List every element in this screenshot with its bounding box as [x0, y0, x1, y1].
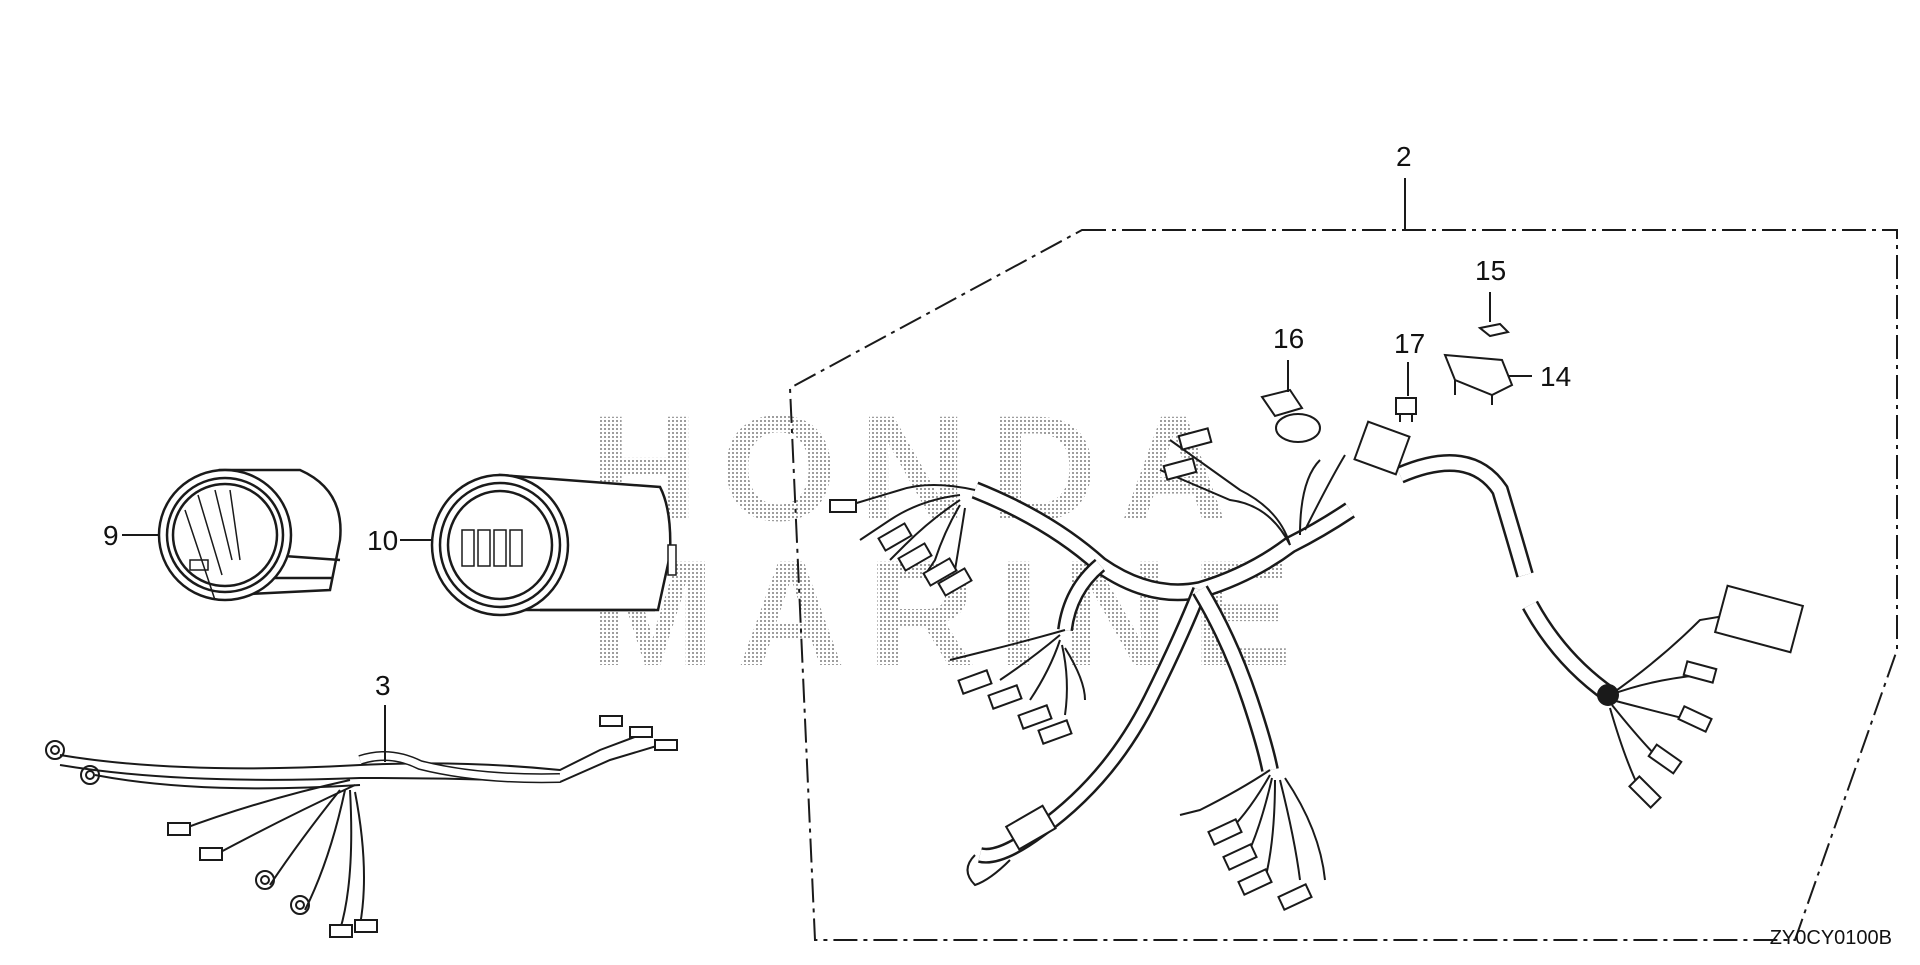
callout-3: 3 — [375, 670, 391, 701]
callout-17: 17 — [1394, 328, 1426, 359]
part-17-fuse — [1395, 397, 1417, 422]
callout-2: 2 — [1396, 141, 1412, 172]
callout-15: 15 — [1475, 255, 1507, 286]
watermark: HONDA MARINE — [590, 384, 1314, 697]
callout-16: 16 — [1273, 323, 1305, 354]
gauge-9 — [157, 468, 342, 602]
gauge-10 — [430, 473, 677, 617]
part-16-clamp — [1260, 388, 1321, 443]
callout-9: 9 — [103, 520, 119, 551]
assembly-group-outline — [788, 229, 1898, 941]
callout-14: 14 — [1540, 361, 1572, 392]
watermark-line-2: MARINE — [590, 529, 1314, 697]
main-harness — [829, 420, 1805, 912]
harness-3 — [45, 715, 678, 938]
callout-10: 10 — [367, 525, 399, 556]
part-15-cover — [1477, 322, 1510, 338]
diagram-code: ZY0CY0100B — [1769, 927, 1892, 949]
watermark-line-1: HONDA — [590, 384, 1250, 552]
part-14-holder — [1443, 353, 1514, 405]
